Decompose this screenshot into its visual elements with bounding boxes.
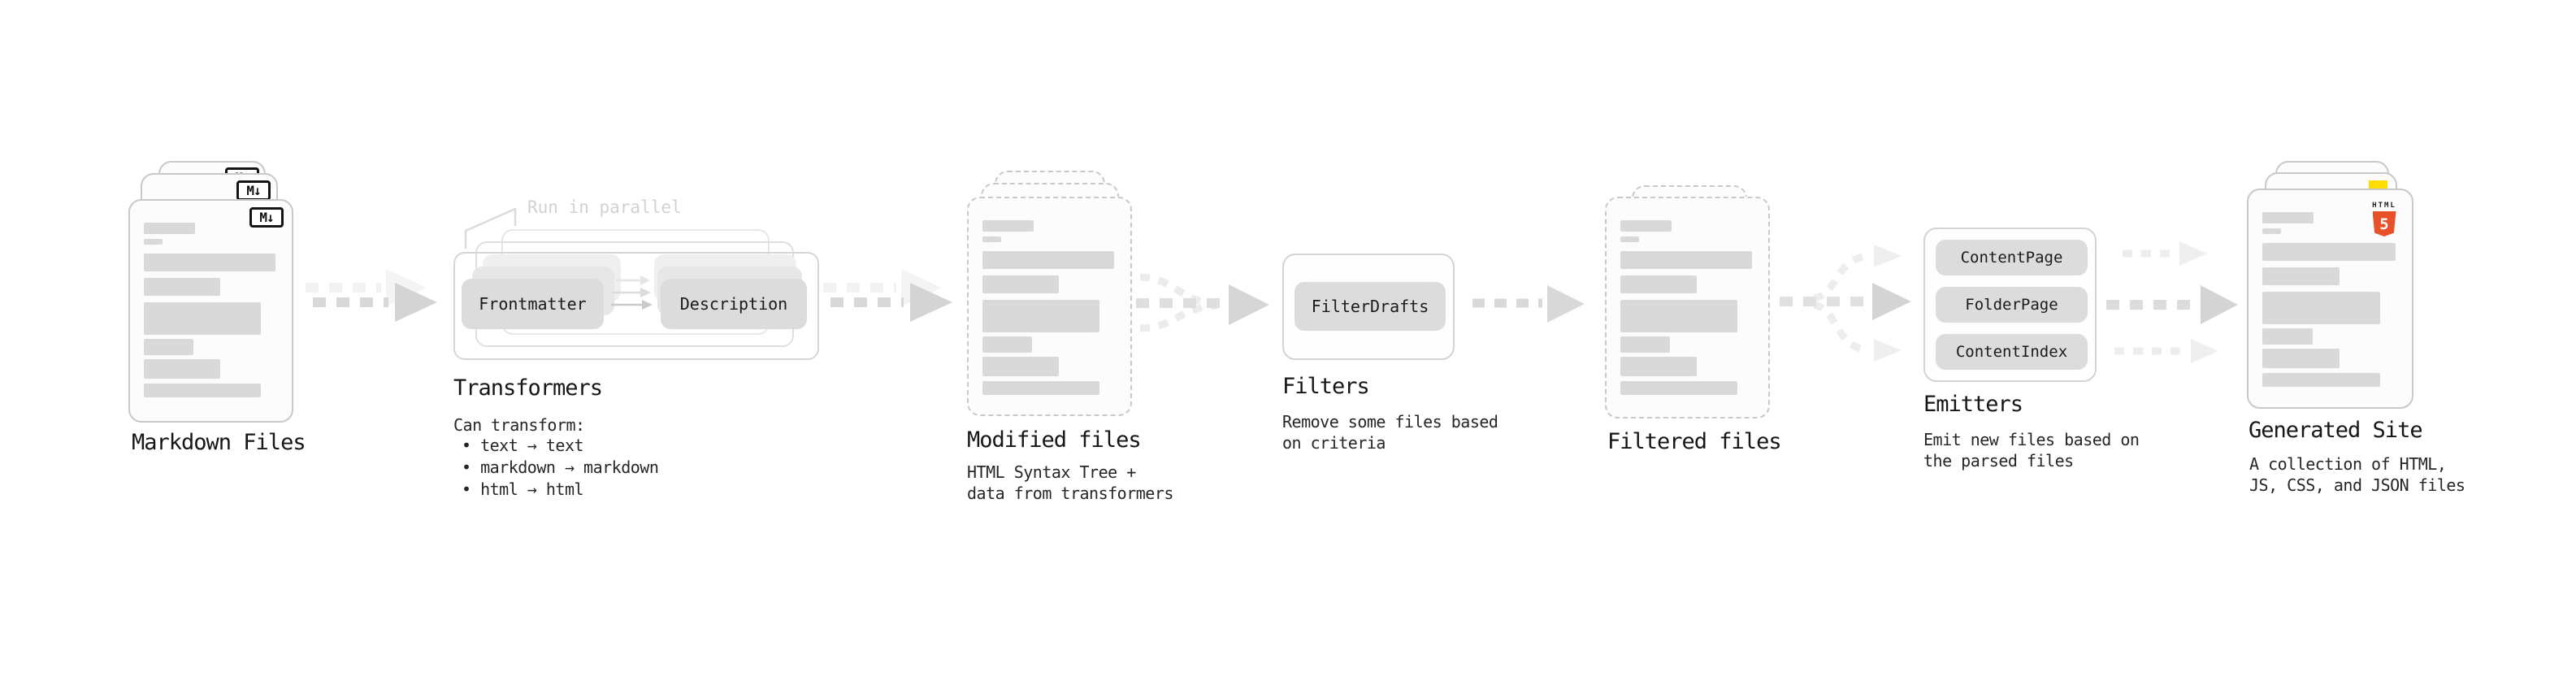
modified-files-desc: HTML Syntax Tree + data from transformer… (967, 462, 1173, 504)
emitters-label: Emitters (1923, 392, 2023, 417)
modified-file-card (967, 197, 1132, 416)
merge-arrow-icon (1136, 273, 1269, 332)
transformers-label: Transformers (453, 375, 603, 401)
fork-arrow-icon (1780, 245, 1911, 362)
doc-placeholder-lines (2262, 212, 2398, 387)
bullet-item: • html → html (462, 479, 584, 499)
html5-icon-word: HTML (2372, 202, 2396, 210)
markdown-icon: M↓ (236, 180, 271, 201)
desc-line: data from transformers (967, 484, 1173, 503)
emitter-content-page: ContentPage (1936, 240, 2088, 275)
desc-line: A collection of HTML, (2249, 454, 2447, 474)
markdown-icon: M↓ (249, 207, 284, 228)
filters-desc: Remove some files based on criteria (1282, 411, 1498, 453)
filters-panel: FilterDrafts (1282, 254, 1455, 360)
desc-line: on criteria (1282, 433, 1386, 453)
emitters-panel: ContentPage FolderPage ContentIndex (1923, 228, 2097, 382)
triple-arrow-icon (2106, 241, 2238, 363)
run-in-parallel-note: Run in parallel (527, 197, 682, 217)
modified-files-stack (967, 171, 1134, 417)
desc-line: Remove some files based (1282, 412, 1498, 432)
transformers-group: Frontmatter Description (453, 195, 821, 366)
flow-arrow-icon (823, 269, 952, 322)
doc-placeholder-lines (144, 223, 278, 397)
transformers-bullets: • text → text • markdown → markdown • ht… (462, 435, 659, 501)
html5-icon-shield: 5 (2372, 211, 2396, 236)
html5-icon-number: 5 (2379, 215, 2389, 233)
transformer-step-frontmatter: Frontmatter (462, 279, 604, 329)
flow-arrow-icon (1472, 285, 1585, 323)
markdown-file-card: M↓ (128, 199, 293, 423)
html5-icon: HTML 5 (2365, 195, 2404, 236)
desc-line: JS, CSS, and JSON files (2249, 475, 2465, 495)
desc-line: HTML Syntax Tree + (967, 462, 1136, 482)
doc-placeholder-lines (982, 220, 1117, 395)
markdown-files-label: Markdown Files (132, 430, 306, 455)
generated-site-desc: A collection of HTML, JS, CSS, and JSON … (2249, 453, 2465, 496)
generated-site-label: Generated Site (2249, 418, 2423, 443)
filter-drafts-box: FilterDrafts (1295, 282, 1446, 331)
markdown-files-stack: M↓ M↓ M↓ (128, 161, 299, 424)
filtered-file-card (1605, 197, 1770, 419)
filtered-files-label: Filtered files (1607, 429, 1782, 454)
emitter-content-index: ContentIndex (1936, 334, 2088, 370)
js-icon (2369, 180, 2387, 190)
emitters-desc: Emit new files based on the parsed files (1923, 429, 2140, 471)
transformers-desc-title: Can transform: (453, 415, 585, 435)
bullet-item: • markdown → markdown (462, 458, 659, 477)
transformer-frame (453, 252, 819, 360)
emitter-folder-page: FolderPage (1936, 287, 2088, 323)
flow-arrow-icon (306, 269, 437, 322)
filters-label: Filters (1282, 374, 1370, 399)
doc-placeholder-lines (1620, 220, 1754, 395)
desc-line: the parsed files (1923, 451, 2074, 471)
desc-line: Emit new files based on (1923, 430, 2140, 449)
bullet-item: • text → text (462, 436, 584, 455)
filtered-files-stack (1605, 185, 1772, 419)
transformer-step-description: Description (661, 279, 807, 329)
modified-files-label: Modified files (967, 427, 1142, 453)
generated-site-stack: CSS HTML 5 (2247, 161, 2415, 409)
generated-html-card: HTML 5 (2247, 189, 2413, 409)
